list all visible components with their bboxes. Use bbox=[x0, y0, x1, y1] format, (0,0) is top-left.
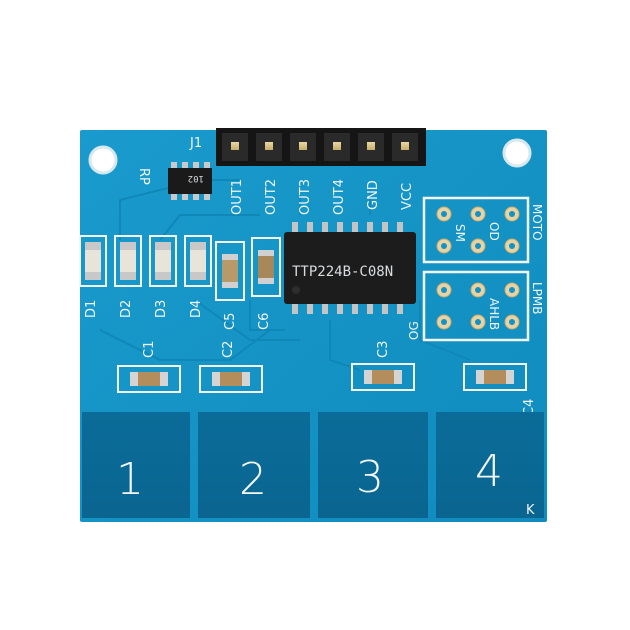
jumper-label-moto: MOTO bbox=[530, 204, 544, 241]
pin-label-out3: OUT3 bbox=[298, 179, 313, 215]
cap-label-c1: C1 bbox=[142, 341, 157, 358]
pin-labels: OUT1 OUT2 OUT3 OUT4 GND VCC bbox=[230, 179, 415, 215]
pad-numbers: 1 2 3 4 bbox=[116, 446, 503, 505]
resistor-label: RP bbox=[136, 168, 151, 185]
touch-pads bbox=[82, 412, 544, 518]
capacitor-c4 bbox=[463, 363, 527, 391]
capacitor-c1 bbox=[117, 365, 181, 393]
corner-mark: K bbox=[526, 503, 535, 518]
led-d3 bbox=[149, 235, 177, 287]
pad-number-4: 4 bbox=[475, 446, 503, 497]
jumper-label-lpmb: LPMB bbox=[530, 282, 544, 315]
led-d2 bbox=[114, 235, 142, 287]
jumper-label-ahlb: OG bbox=[407, 321, 421, 340]
jumper-label-og: AHLB bbox=[487, 298, 501, 330]
jumper-label-sm: SM bbox=[453, 224, 467, 242]
led-d4 bbox=[184, 235, 212, 287]
touch-pad-1 bbox=[82, 412, 190, 518]
led-label-d4: D4 bbox=[189, 300, 204, 318]
led-labels: D1 D2 D3 D4 bbox=[84, 300, 204, 318]
ttp224-chip: TTP224B-C08N bbox=[284, 222, 416, 314]
copper-traces bbox=[99, 179, 471, 371]
pin-label-vcc: VCC bbox=[400, 183, 415, 210]
led-label-d2: D2 bbox=[119, 300, 134, 318]
pcb-board bbox=[80, 130, 547, 522]
touch-pad-2 bbox=[198, 412, 310, 518]
pin-header bbox=[216, 128, 426, 166]
resistor-code: 102 bbox=[188, 173, 204, 183]
cap-label-c6: C6 bbox=[257, 313, 272, 330]
capacitor-c3 bbox=[351, 363, 415, 391]
pin-label-out2: OUT2 bbox=[264, 179, 279, 215]
jumper-label-od: OD bbox=[487, 222, 501, 241]
pin-label-out1: OUT1 bbox=[230, 179, 245, 215]
capacitor-c5 bbox=[215, 241, 245, 301]
led-d1 bbox=[79, 235, 107, 287]
pin-label-out4: OUT4 bbox=[332, 179, 347, 215]
jumper-labels: MOTO SM OD LPMB AHLB OG bbox=[407, 204, 544, 340]
chip-marking: TTP224B-C08N bbox=[292, 264, 393, 280]
cap-label-c3: C3 bbox=[376, 341, 391, 358]
header-label: J1 bbox=[189, 136, 202, 151]
sense-capacitors bbox=[117, 363, 527, 393]
cap-label-c2: C2 bbox=[221, 341, 236, 358]
resistor-network: 102 bbox=[168, 162, 212, 200]
led-label-d3: D3 bbox=[154, 300, 169, 318]
jumper-block-bottom bbox=[422, 270, 530, 342]
led-row bbox=[79, 235, 212, 287]
capacitor-c6 bbox=[251, 237, 281, 297]
pad-number-3: 3 bbox=[356, 452, 384, 503]
capacitor-c2 bbox=[199, 365, 263, 393]
jumper-block-top bbox=[422, 196, 530, 264]
touch-pad-3 bbox=[318, 412, 428, 518]
pin-label-gnd: GND bbox=[366, 180, 381, 210]
cap-label-c4: C4 bbox=[522, 399, 537, 416]
led-label-d1: D1 bbox=[84, 300, 99, 318]
sense-cap-labels: C1 C2 C3 C4 bbox=[142, 341, 537, 416]
touch-pad-4 bbox=[436, 412, 544, 518]
mounting-holes bbox=[88, 138, 532, 175]
pad-number-2: 2 bbox=[239, 454, 267, 505]
pad-number-1: 1 bbox=[116, 454, 144, 505]
cap-label-c5: C5 bbox=[223, 313, 238, 330]
